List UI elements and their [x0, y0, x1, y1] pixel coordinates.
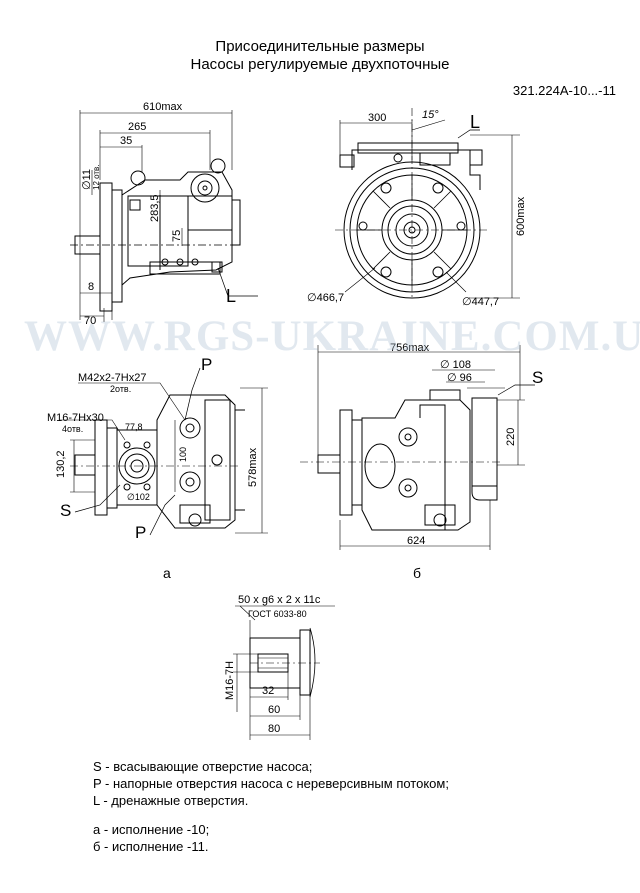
- side-view-top-left: [70, 110, 258, 322]
- holes-4: 4отв.: [62, 424, 83, 434]
- legend-p: P - напорные отверстия насоса с нереверс…: [93, 776, 449, 791]
- thread-m42: M42x2-7Hx27: [78, 372, 146, 384]
- model-code: 321.224А-10...-11: [512, 83, 616, 98]
- dim-610: 610max: [143, 101, 183, 113]
- legend-b: б - исполнение -11.: [93, 839, 209, 854]
- dim-265: 265: [128, 121, 146, 133]
- shaft-detail: [233, 605, 335, 740]
- drain-label-left: L: [226, 286, 236, 306]
- front-view-top-right: [335, 108, 520, 300]
- dimension-labels: 610max 265 35 ∅11 12 отв. 283,5 75 8 70 …: [47, 101, 543, 735]
- dim-60: 60: [268, 704, 280, 716]
- dim-578: 578max: [247, 447, 259, 487]
- dim-d108: ∅ 108: [440, 359, 471, 371]
- shaft-thread: M16-7H: [224, 661, 236, 700]
- holes-2: 2отв.: [110, 384, 131, 394]
- dim-447: ∅447,7: [462, 296, 499, 308]
- dim-466: ∅466,7: [307, 292, 344, 304]
- view-a: [60, 367, 268, 536]
- dim-283: 283,5: [149, 194, 161, 222]
- dim-d11: ∅11: [81, 169, 93, 190]
- view-a-label: а: [163, 565, 171, 581]
- legend-a: а - исполнение -10;: [93, 822, 210, 837]
- thread-m16: M16-7Hx30: [47, 412, 104, 424]
- legend-s: S - всасывающие отверстие насоса;: [93, 759, 313, 774]
- dim-8: 8: [88, 281, 94, 293]
- dim-d96: ∅ 96: [447, 372, 472, 384]
- dim-756: 756max: [390, 342, 430, 354]
- dim-624: 624: [407, 535, 425, 547]
- view-b-label: б: [413, 565, 421, 581]
- pressure-port-bottom: P: [135, 523, 146, 542]
- dim-130: 130,2: [55, 450, 67, 478]
- drain-label-right: L: [470, 112, 480, 132]
- dim-angle: 15°: [422, 109, 439, 121]
- dim-77-8: 77,8: [125, 422, 143, 432]
- dim-32: 32: [262, 685, 274, 697]
- dim-100: 100: [178, 447, 188, 462]
- page-title-line2: Насосы регулируемые двухпоточные: [190, 56, 450, 73]
- legend-l: L - дренажные отверстия.: [93, 793, 249, 808]
- shaft-spline: 50 x g6 x 2 x 11c: [238, 594, 321, 606]
- pressure-port-top: P: [201, 355, 212, 374]
- dim-80: 80: [268, 723, 280, 735]
- suction-port-a: S: [60, 501, 71, 520]
- suction-port-b: S: [532, 368, 543, 387]
- dim-220: 220: [505, 428, 517, 446]
- dim-75: 75: [171, 230, 183, 242]
- dim-d102: ∅102: [127, 492, 150, 502]
- dim-35: 35: [120, 135, 132, 147]
- dim-600: 600max: [515, 196, 527, 236]
- page-title-line1: Присоединительные размеры: [215, 38, 425, 55]
- shaft-gost: ГОСТ 6033-80: [248, 609, 307, 619]
- dim-300: 300: [368, 112, 386, 124]
- watermark: WWW.RGS-UKRAINE.COM.UA: [24, 313, 640, 360]
- dim-70: 70: [84, 315, 96, 327]
- dim-holes12: 12 отв.: [92, 164, 101, 190]
- view-b: [300, 345, 535, 550]
